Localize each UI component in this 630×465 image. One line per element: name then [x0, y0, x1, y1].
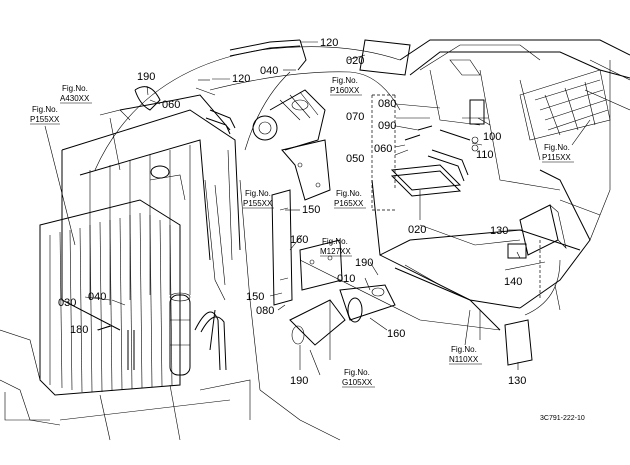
svg-text:P160XX: P160XX	[330, 86, 360, 95]
part-label-180[interactable]: 180	[70, 324, 88, 336]
svg-text:Fig.No.: Fig.No.	[336, 189, 362, 198]
svg-text:N110XX: N110XX	[449, 355, 479, 364]
svg-text:P115XX: P115XX	[542, 153, 571, 162]
svg-text:Fig.No.: Fig.No.	[62, 84, 88, 93]
svg-text:G105XX: G105XX	[342, 378, 373, 387]
figure-references: Fig.No. A430XX Fig.No. P155XX Fig.No. P1…	[30, 76, 591, 388]
svg-text:M127XX: M127XX	[320, 247, 351, 256]
part-label-080-right[interactable]: 080	[378, 98, 396, 110]
fig-ref-p155-mid[interactable]: Fig.No. P155XX	[243, 189, 274, 209]
compressor-bracket	[281, 139, 331, 201]
part-label-040-top[interactable]: 040	[260, 65, 278, 77]
filter-box-130-bottom	[504, 319, 533, 366]
part-label-120-mid[interactable]: 120	[232, 73, 250, 85]
part-label-060-right[interactable]: 060	[374, 143, 392, 155]
part-label-050[interactable]: 050	[346, 153, 364, 165]
dashed-callouts	[371, 94, 541, 300]
fig-ref-p155-left[interactable]: Fig.No. P155XX	[30, 105, 76, 246]
svg-text:A430XX: A430XX	[60, 94, 90, 103]
upper-hoses	[134, 39, 307, 151]
frame-platform	[371, 39, 630, 340]
fig-ref-p115[interactable]: Fig.No. P115XX	[542, 119, 591, 163]
svg-text:Fig.No.: Fig.No.	[32, 105, 58, 114]
part-label-100[interactable]: 100	[483, 131, 501, 143]
svg-text:Fig.No.: Fig.No.	[344, 368, 370, 377]
part-label-160-top[interactable]: 160	[290, 234, 308, 246]
part-label-090[interactable]: 090	[378, 120, 396, 132]
fig-ref-a430[interactable]: Fig.No. A430XX	[60, 84, 92, 104]
part-label-190-top[interactable]: 190	[137, 71, 155, 83]
part-label-150-bottom[interactable]: 150	[246, 291, 264, 303]
part-label-110[interactable]: 110	[476, 149, 494, 161]
filter-box-130-right	[519, 204, 567, 256]
leader-lines	[84, 41, 522, 370]
part-label-040-left[interactable]: 040	[88, 291, 106, 303]
part-label-080-bottom[interactable]: 080	[256, 305, 274, 317]
svg-text:P155XX: P155XX	[30, 115, 60, 124]
svg-text:P165XX: P165XX	[334, 199, 364, 208]
grate-area	[419, 44, 611, 141]
part-label-070[interactable]: 070	[346, 111, 364, 123]
fig-ref-n110[interactable]: Fig.No. N110XX	[449, 309, 482, 365]
filter-middle	[390, 164, 462, 197]
fig-ref-m127[interactable]: Fig.No. M127XX	[320, 237, 352, 257]
part-label-190-mid[interactable]: 190	[355, 257, 373, 269]
part-label-010[interactable]: 010	[337, 273, 355, 285]
fig-ref-g105[interactable]: Fig.No. G105XX	[342, 368, 375, 388]
part-label-160-bottom[interactable]: 160	[387, 328, 405, 340]
filter-top	[359, 39, 411, 76]
fig-ref-p165[interactable]: Fig.No. P165XX	[334, 189, 366, 209]
part-label-140[interactable]: 140	[504, 276, 522, 288]
right-fittings	[404, 99, 488, 182]
part-label-060-left[interactable]: 060	[162, 99, 180, 111]
routing-lines	[94, 46, 561, 441]
part-label-190-bottom[interactable]: 190	[290, 375, 308, 387]
fig-ref-p160[interactable]: Fig.No. P160XX	[330, 76, 362, 96]
svg-text:Fig.No.: Fig.No.	[322, 237, 348, 246]
svg-text:Fig.No.: Fig.No.	[245, 189, 271, 198]
part-label-020-mid[interactable]: 020	[408, 224, 426, 236]
mounting-plates	[271, 189, 396, 376]
svg-text:P155XX: P155XX	[243, 199, 273, 208]
block-140	[507, 243, 527, 259]
svg-text:Fig.No.: Fig.No.	[332, 76, 358, 85]
svg-text:Fig.No.: Fig.No.	[544, 143, 570, 152]
receiver-drier	[169, 292, 191, 376]
part-label-120-top[interactable]: 120	[320, 37, 338, 49]
svg-text:Fig.No.: Fig.No.	[451, 345, 477, 354]
part-labels: 120 040 120 020 190 060 080 070 090 100 …	[58, 37, 526, 387]
part-label-150-top[interactable]: 150	[302, 204, 320, 216]
drawing-code: 3C791-222-10	[540, 415, 585, 422]
part-label-130-bottom[interactable]: 130	[508, 375, 526, 387]
compressor	[252, 89, 326, 151]
part-label-020-top[interactable]: 020	[346, 55, 364, 67]
part-label-130-right[interactable]: 130	[490, 225, 508, 237]
part-label-030[interactable]: 030	[58, 297, 76, 309]
lower-hoses	[0, 309, 251, 441]
